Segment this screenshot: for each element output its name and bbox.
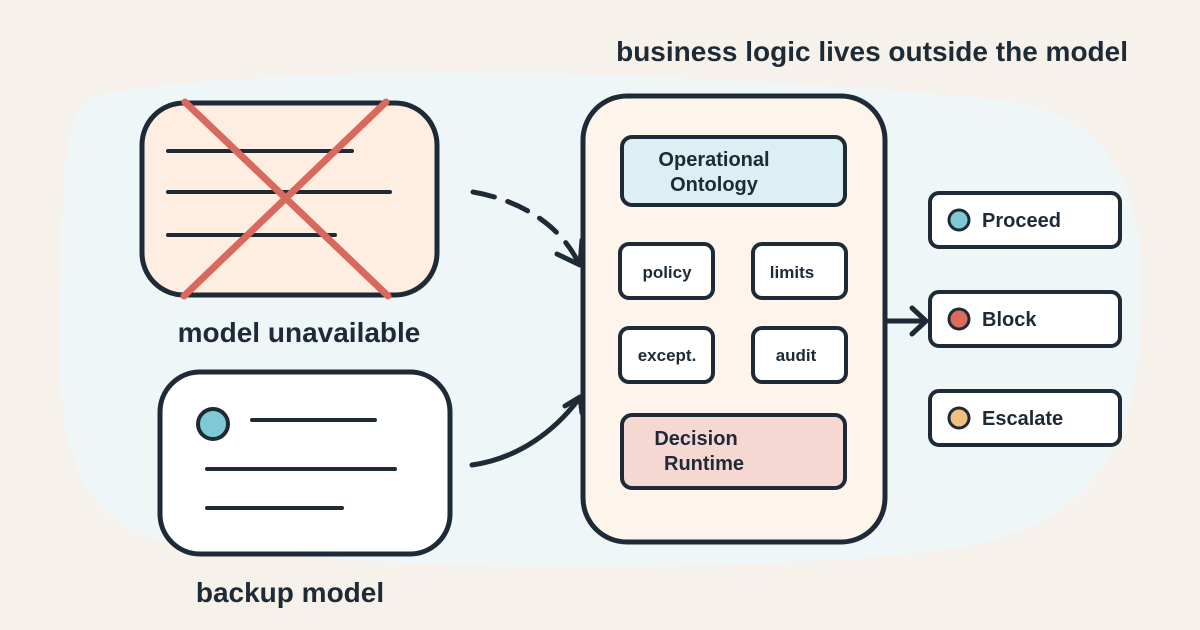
backup-model-card	[157, 369, 453, 557]
failed-model-caption: model unavailable	[178, 317, 421, 348]
outcome-block: Block	[928, 290, 1122, 348]
diagram-title: business logic lives outside the model	[616, 36, 1128, 67]
rule-chip-policy-label: policy	[642, 263, 692, 282]
outcome-escalate-label: Escalate	[982, 408, 1063, 430]
cross-out-icon	[180, 98, 392, 300]
rule-chip-exceptions-label: except.	[638, 346, 697, 365]
rule-chip-limits	[751, 242, 848, 300]
ontology-box	[620, 135, 847, 207]
status-dot-icon	[947, 208, 971, 232]
output-arrow	[883, 305, 929, 337]
ontology-label-line1: Operational	[658, 149, 769, 171]
avatar-icon	[196, 407, 230, 441]
decision-engine: Operational Ontology policy limits excep…	[580, 93, 888, 545]
failed-model-card	[139, 98, 440, 300]
status-dot-icon	[947, 406, 971, 430]
rule-chip-audit	[751, 326, 848, 384]
outcome-escalate: Escalate	[928, 389, 1122, 447]
outcome-proceed-label: Proceed	[982, 210, 1061, 232]
backup-model-caption: backup model	[196, 577, 384, 608]
outcome-proceed: Proceed	[928, 191, 1122, 249]
ontology-label-line2: Ontology	[670, 174, 759, 196]
rule-chip-limits-label: limits	[770, 263, 814, 282]
runtime-label-line1: Decision	[654, 428, 737, 450]
status-dot-icon	[947, 307, 971, 331]
rule-chip-policy	[618, 242, 715, 300]
rule-chip-exceptions	[618, 326, 715, 384]
runtime-box	[620, 413, 847, 490]
outcome-block-label: Block	[982, 309, 1037, 331]
runtime-label-line2: Runtime	[664, 453, 744, 475]
rule-chip-audit-label: audit	[776, 346, 817, 365]
